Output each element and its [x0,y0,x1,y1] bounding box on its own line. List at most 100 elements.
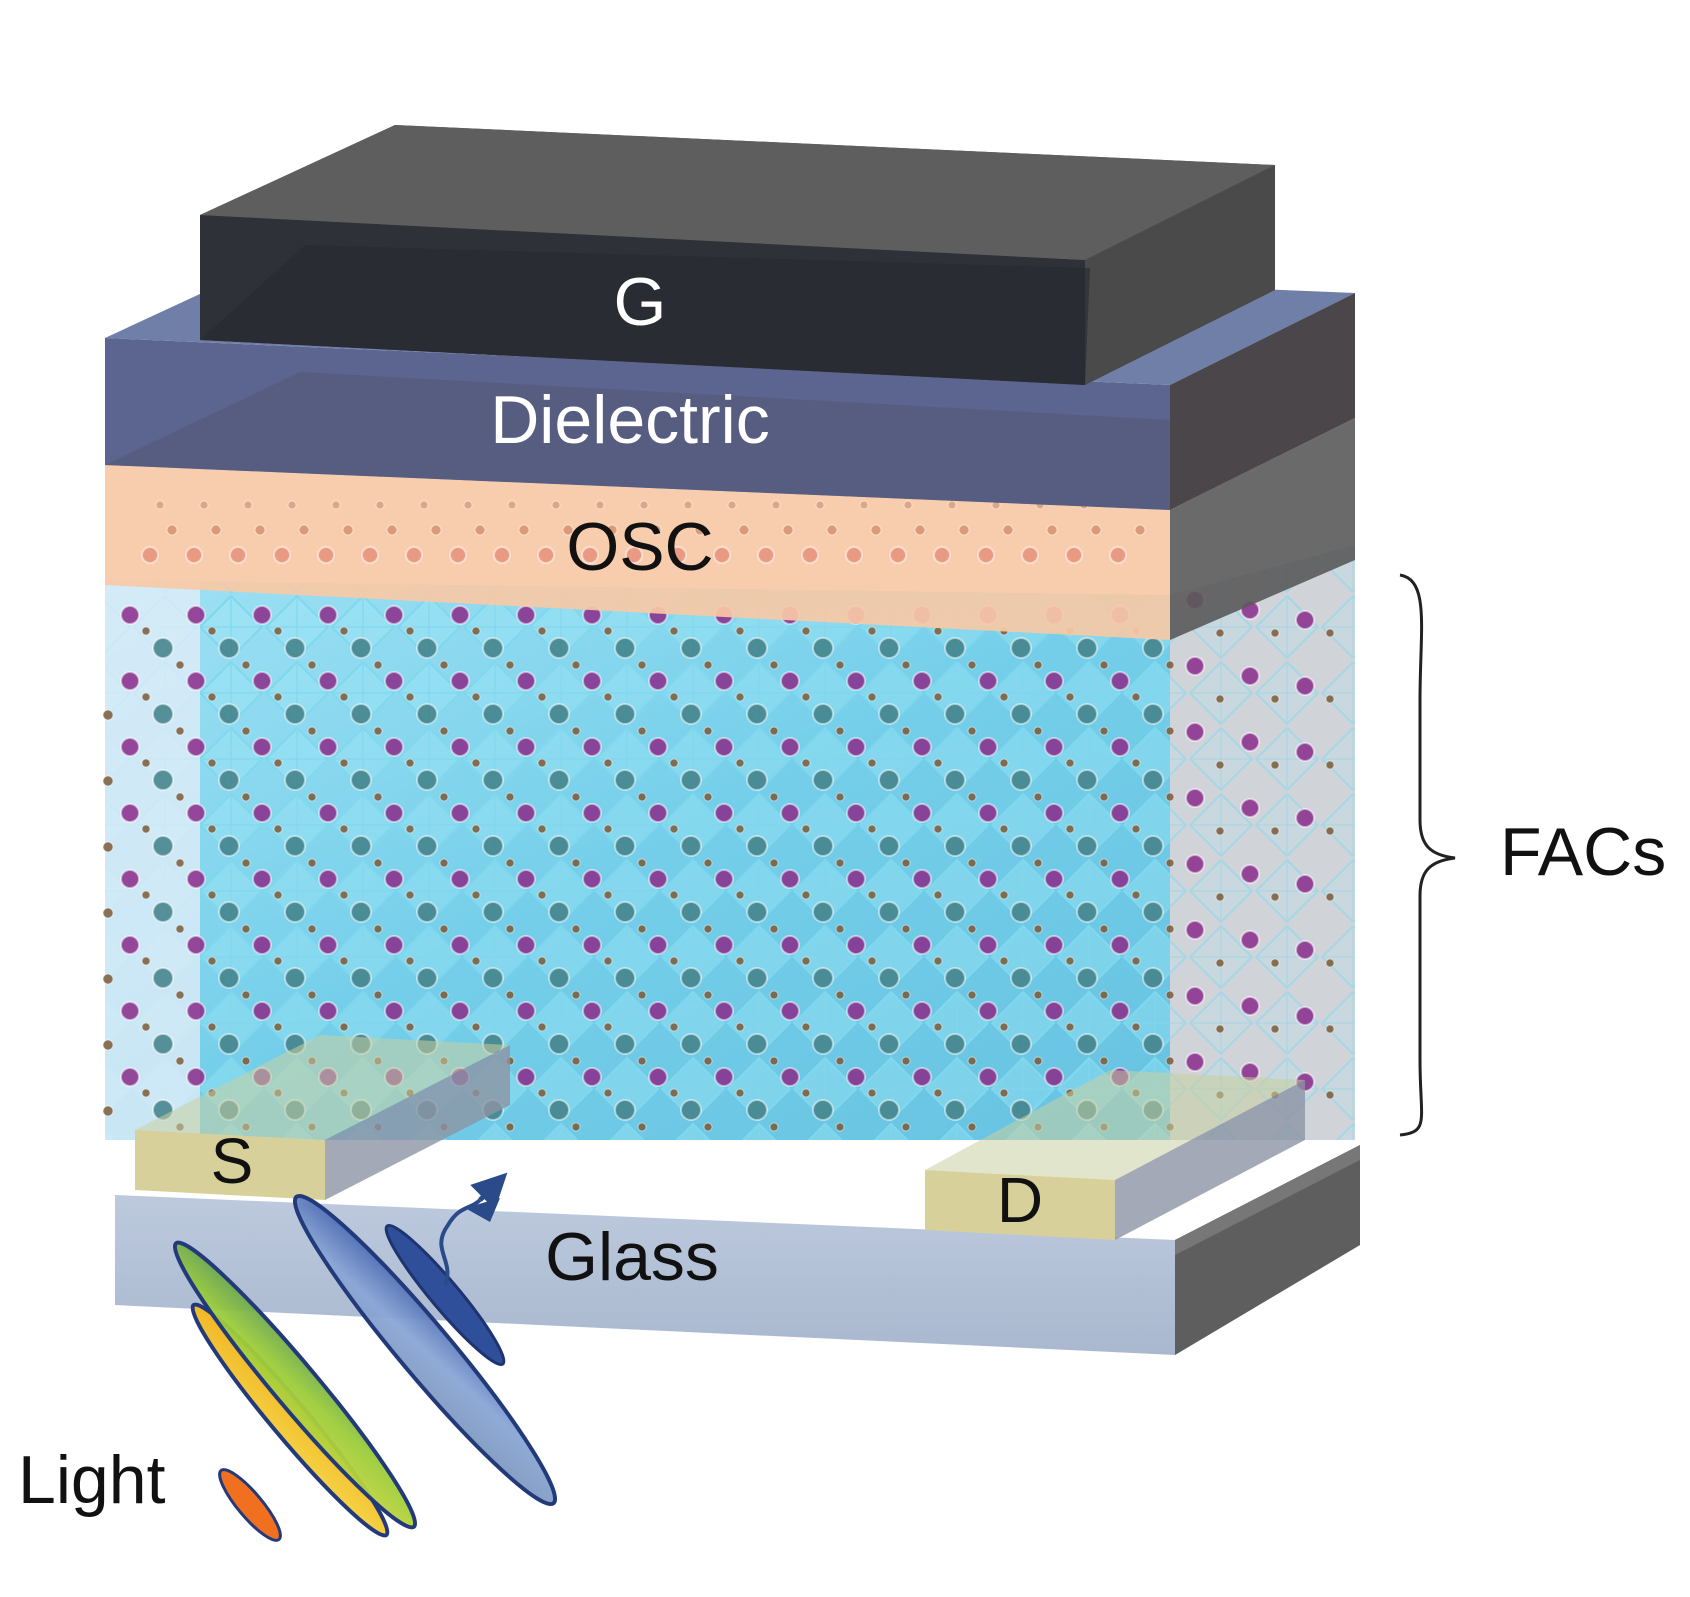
atom-halide [714,803,734,823]
atom-halide [978,1067,998,1087]
atom-halide [582,935,602,955]
atom-cation [373,924,383,934]
atom-halide [714,935,734,955]
atom-metal [1142,967,1164,989]
atom-cation [1099,726,1109,736]
atom-halide [186,1001,206,1021]
atom-cation [537,890,547,900]
atom-cation [141,890,151,900]
atom-metal [746,901,768,923]
atom-cation [967,858,977,868]
atom-metal [812,703,834,725]
atom-halide [186,671,206,691]
atom-halide [186,803,206,823]
atom-halide [516,1001,536,1021]
atom-cation [505,924,515,934]
atom-cation [1065,824,1075,834]
atom-metal [1076,637,1098,659]
atom-cation [1065,1022,1075,1032]
atom-metal [812,835,834,857]
atom-cation [1099,990,1109,1000]
atom-metal [812,637,834,659]
atom-cation [669,692,679,702]
atom-cation [1165,924,1175,934]
atom-metal [746,835,768,857]
atom-cation [1065,956,1075,966]
atom-halide [450,869,470,889]
atom-halide [450,935,470,955]
atom-cation [307,858,317,868]
atom-halide [252,803,272,823]
atom-halide [1295,742,1315,762]
osc-molecule [870,524,882,536]
atom-cation [273,758,283,768]
light-waves [172,1172,558,1542]
atom-halide [318,605,338,625]
atom-cation [603,824,613,834]
atom-metal [350,835,372,857]
atom-halide [120,935,140,955]
atom-halide [1185,854,1205,874]
osc-molecule [287,500,297,510]
atom-cation [835,792,845,802]
atom-cation [637,1122,647,1132]
osc-molecule [298,524,310,536]
atom-halide [186,935,206,955]
atom-metal [746,1033,768,1055]
atom-metal [152,637,174,659]
atom-cation [1065,758,1075,768]
atom-metal [350,637,372,659]
atom-cation [141,692,151,702]
atom-metal [350,769,372,791]
atom-cation [339,692,349,702]
atom-halide [648,869,668,889]
atom-metal [284,769,306,791]
atom-cation [102,841,114,853]
atom-cation [703,726,713,736]
atom-cation [999,1088,1009,1098]
atom-cation [999,758,1009,768]
atom-halide [120,803,140,823]
atom-cation [471,1022,481,1032]
atom-cation [967,792,977,802]
atom-halide [384,671,404,691]
light-label: Light [18,1442,166,1518]
atom-halide [1044,1001,1064,1021]
atom-halide [120,869,140,889]
osc-molecule [914,524,926,536]
atom-halide [912,935,932,955]
atom-cation [471,758,481,768]
atom-halide [252,869,272,889]
atom-cation [141,626,151,636]
atom-metal [746,637,768,659]
osc-molecule [273,546,291,564]
atom-cation [439,990,449,1000]
atom-halide [1185,920,1205,940]
atom-halide [1185,788,1205,808]
atom-metal [284,835,306,857]
gate-electrode [200,125,1275,385]
atom-halide [1185,1052,1205,1072]
atom-cation [307,990,317,1000]
atom-metal [548,1033,570,1055]
atom-metal [1076,769,1098,791]
atom-halide [384,803,404,823]
atom-cation [999,956,1009,966]
osc-molecule [317,546,335,564]
atom-cation [175,660,185,670]
osc-molecule [229,546,247,564]
atom-halide [582,671,602,691]
osc-molecule [625,546,643,564]
atom-metal [548,703,570,725]
atom-cation [571,924,581,934]
atom-cation [637,726,647,736]
atom-cation [571,1056,581,1066]
atom-cation [102,1039,114,1051]
atom-halide [978,935,998,955]
atom-metal [548,637,570,659]
atom-cation [867,956,877,966]
osc-molecule [933,546,951,564]
atom-halide [384,737,404,757]
atom-cation [835,924,845,934]
atom-cation [571,726,581,736]
